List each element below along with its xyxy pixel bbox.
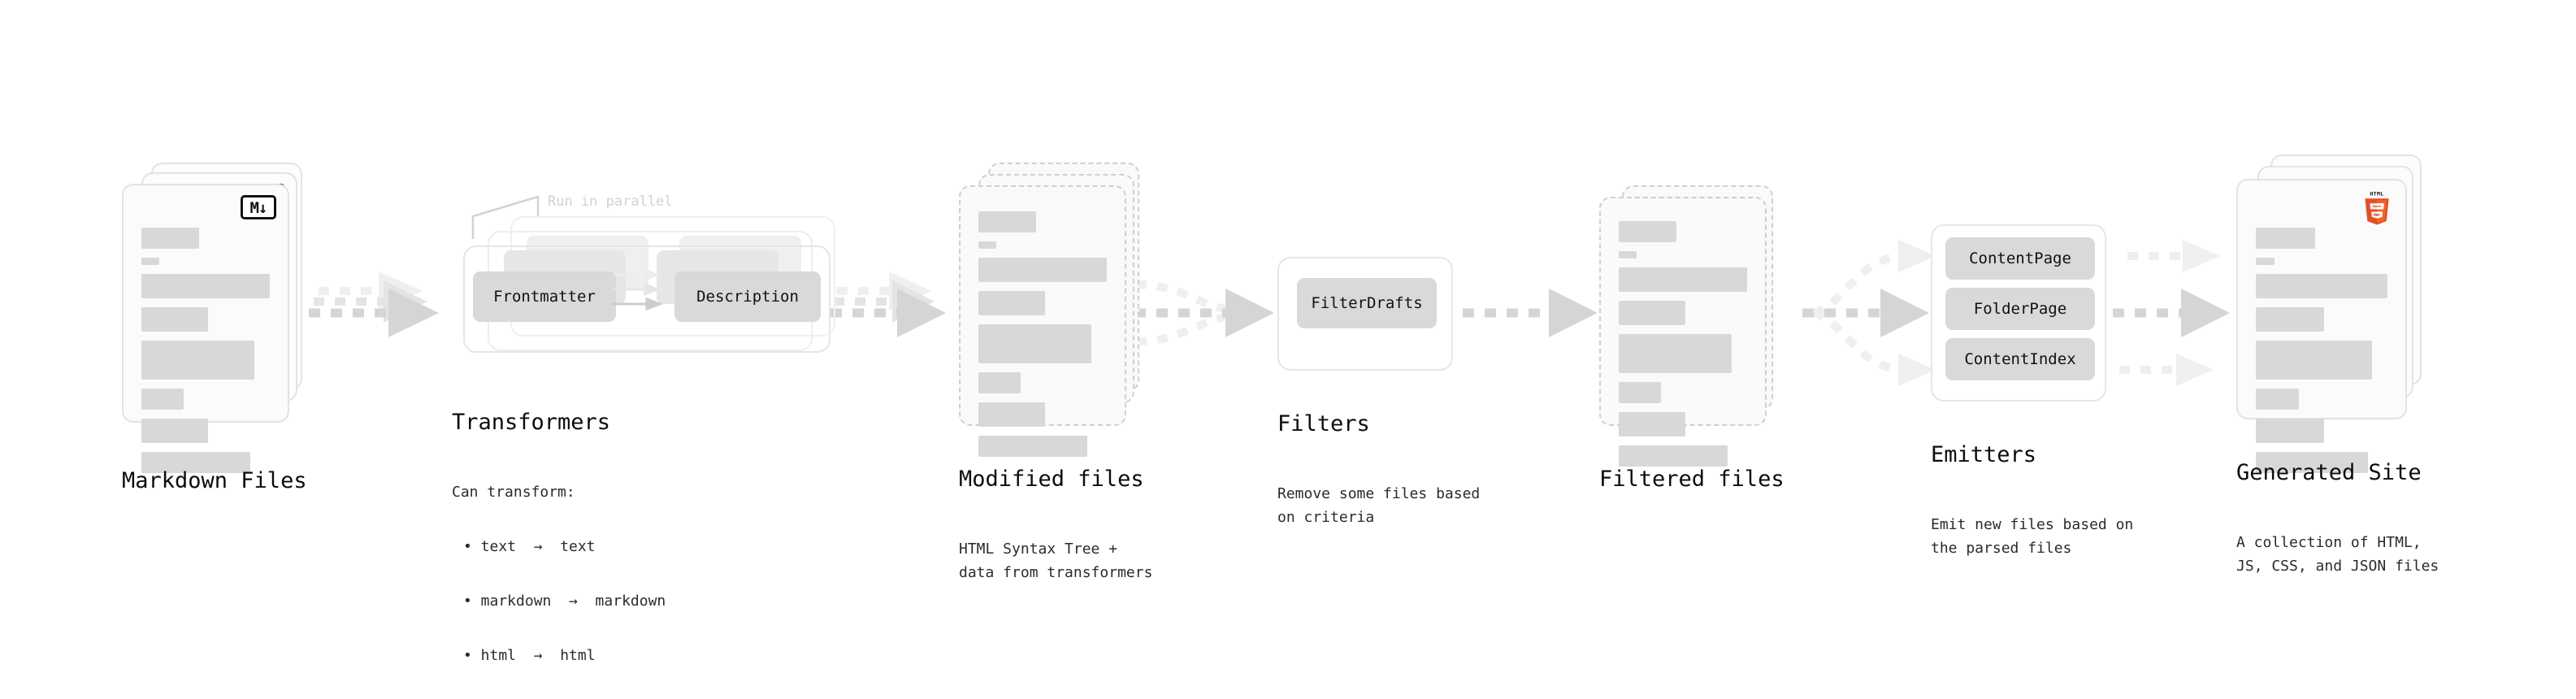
generated-site-title: Generated Site xyxy=(2236,460,2422,485)
emitters-caption: Emitters Emit new files based on the par… xyxy=(1931,411,2133,591)
markdown-doc-content xyxy=(141,228,270,482)
markdown-doc-front: M↓ xyxy=(122,184,289,473)
diagram-canvas: .dash-strong { stroke:#d5d5d5; stroke-wi… xyxy=(122,154,2439,664)
run-in-parallel-bracket xyxy=(471,195,540,239)
generated-site-subtitle: A collection of HTML, JS, CSS, and JSON … xyxy=(2236,534,2439,575)
generated-doc-content xyxy=(2256,228,2387,482)
arrow-filters-to-filtered xyxy=(1463,289,1598,337)
generated-site-caption: Generated Site A collection of HTML, JS,… xyxy=(2236,429,2439,609)
filtered-doc-content xyxy=(1619,221,1747,475)
stage-generated-site: CSS HTML xyxy=(2236,154,2439,575)
transformers-bullet-0: • text → text xyxy=(463,538,596,556)
transformer-inner-arrows xyxy=(611,267,664,311)
arrow-transformers-to-modified xyxy=(830,271,946,337)
transformer-step-frontmatter[interactable]: Frontmatter xyxy=(473,271,616,322)
markdown-files-title: Markdown Files xyxy=(122,468,307,493)
arrow-modified-to-filters xyxy=(1134,280,1274,345)
emitter-item-contentindex[interactable]: ContentIndex xyxy=(1945,338,2095,380)
markdown-icon: M↓ xyxy=(241,195,276,219)
svg-text:HTML: HTML xyxy=(2370,191,2383,198)
modified-doc-content xyxy=(978,211,1107,466)
modified-files-subtitle: HTML Syntax Tree + data from transformer… xyxy=(959,541,1153,582)
transformers-bullet-1: • markdown → markdown xyxy=(463,593,666,610)
generated-site-stack: CSS HTML xyxy=(2236,154,2431,473)
markdown-files-caption: Markdown Files xyxy=(122,437,307,539)
emitters-subtitle: Emit new files based on the parsed files xyxy=(1931,516,2134,558)
filtered-doc-front xyxy=(1599,197,1767,467)
emitters-title: Emitters xyxy=(1931,442,2037,467)
filters-group-box: FilterDrafts xyxy=(1277,257,1453,371)
emitters-group-box: ContentPage FolderPage ContentIndex xyxy=(1931,224,2106,402)
run-in-parallel-label: Run in parallel xyxy=(548,193,673,210)
arrow-markdown-to-transformers xyxy=(309,271,439,337)
arrow-emitters-to-site xyxy=(2113,240,2230,386)
stage-filtered-files: Filtered files xyxy=(1599,185,1786,492)
transformers-caption: Transformers Can transform: • text → tex… xyxy=(452,379,666,699)
html5-icon: HTML xyxy=(2365,191,2389,225)
filters-title: Filters xyxy=(1277,411,1370,436)
filters-caption: Filters Remove some files based on crite… xyxy=(1277,380,1480,560)
modified-files-stack xyxy=(959,163,1146,457)
transformers-bullet-2: • html → html xyxy=(463,647,596,665)
arrow-filtered-to-emitters xyxy=(1802,240,1936,386)
filtered-files-stack xyxy=(1599,185,1786,467)
transformer-step-description[interactable]: Description xyxy=(674,271,821,322)
filter-item-filterdrafts[interactable]: FilterDrafts xyxy=(1297,278,1437,328)
filtered-files-title: Filtered files xyxy=(1599,467,1785,492)
modified-files-title: Modified files xyxy=(959,467,1144,492)
filters-subtitle: Remove some files based on criteria xyxy=(1277,485,1481,527)
modified-files-caption: Modified files HTML Syntax Tree + data f… xyxy=(959,436,1152,615)
stage-modified-files: Modified files HTML Syntax Tree + data f… xyxy=(959,163,1152,581)
filtered-files-caption: Filtered files xyxy=(1599,436,1785,537)
transformer-card-front: Frontmatter Description xyxy=(463,245,830,353)
transformers-title: Transformers xyxy=(452,410,611,435)
stage-markdown-files: M↓ M↓ M↓ Markdown Files xyxy=(122,163,309,493)
emitter-item-contentpage[interactable]: ContentPage xyxy=(1945,237,2095,280)
emitter-item-folderpage[interactable]: FolderPage xyxy=(1945,288,2095,330)
modified-doc-front xyxy=(959,185,1126,457)
markdown-files-stack: M↓ M↓ M↓ xyxy=(122,163,309,473)
transformers-intro: Can transform: xyxy=(452,484,575,501)
generated-doc-front: HTML xyxy=(2236,179,2407,473)
